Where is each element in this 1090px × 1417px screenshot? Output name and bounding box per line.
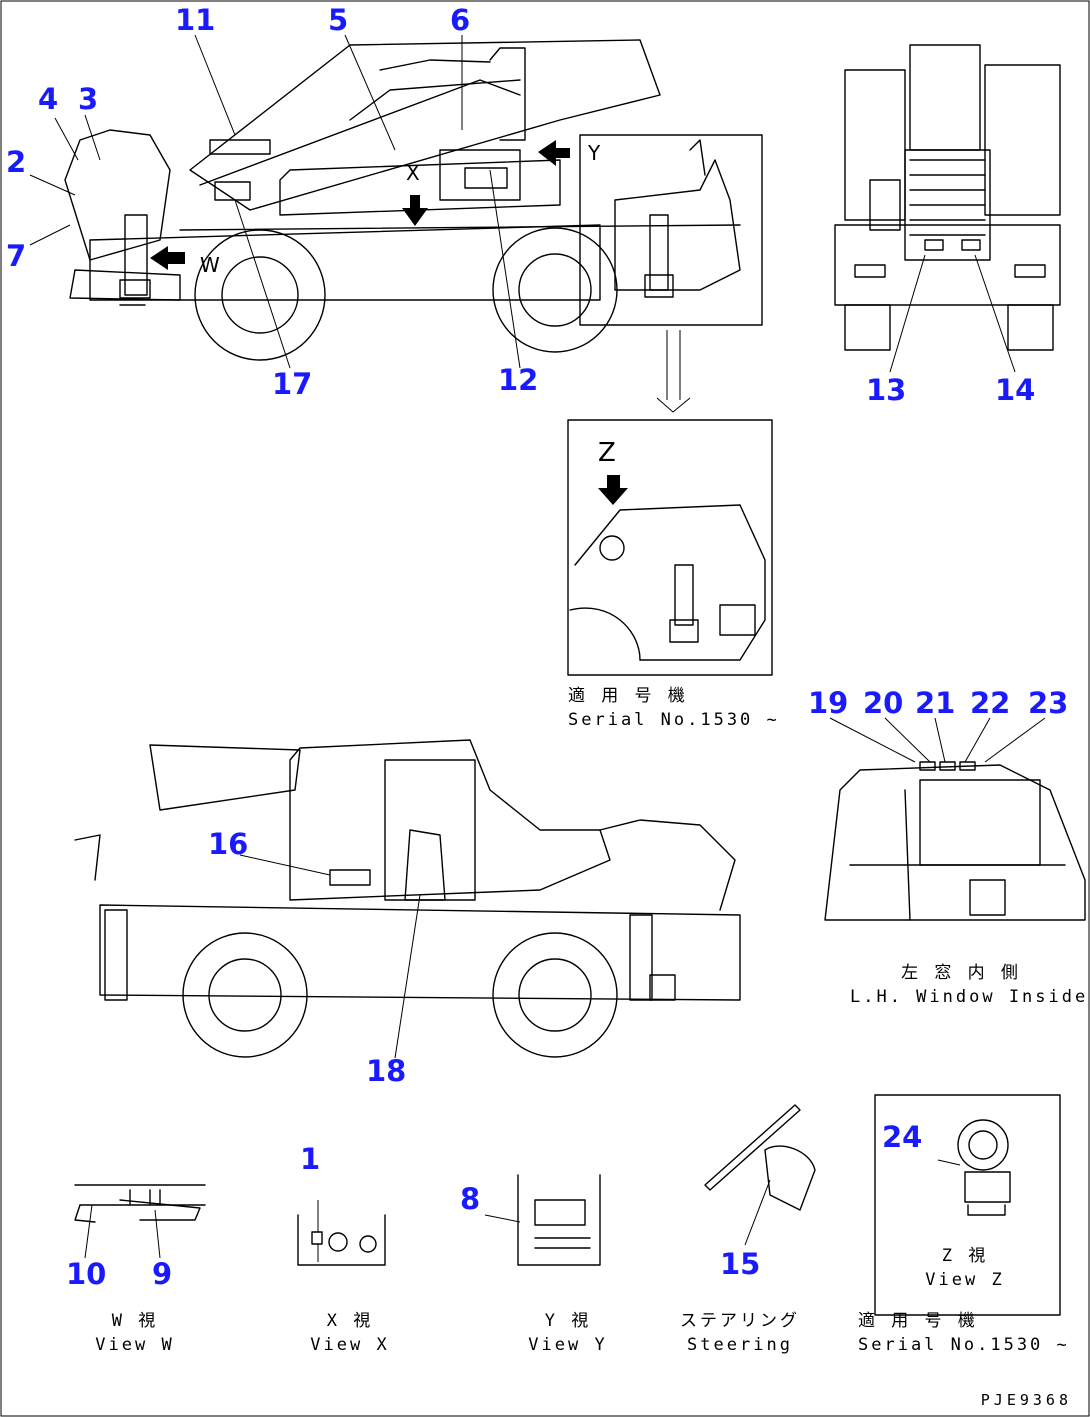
steering-caption: ステアリング Steering [680, 1310, 800, 1358]
serial-top-jp: 適 用 号 機 [568, 686, 688, 706]
view-y-jp: Y 視 [544, 1311, 592, 1331]
crane-side-view-top: X Y W [29, 34, 741, 369]
callout-19: 19 [808, 686, 849, 720]
callout-11: 11 [175, 3, 216, 37]
window-inside-view [824, 717, 1086, 921]
callout-6: 6 [450, 3, 471, 37]
callout-18: 18 [366, 1054, 407, 1088]
view-y-sketch [484, 1174, 601, 1266]
view-w-sketch [74, 1184, 206, 1259]
view-z-en: View Z [925, 1269, 1005, 1290]
callout-13: 13 [866, 373, 907, 407]
window-en: L.H. Window Inside [850, 986, 1089, 1007]
detail-box-z [567, 419, 773, 676]
callout-22: 22 [970, 686, 1011, 720]
svg-text:Y: Y [587, 141, 601, 165]
callout-9: 9 [152, 1257, 173, 1291]
view-z-caption: Z 視 View Z [905, 1245, 1025, 1293]
callout-21: 21 [915, 686, 956, 720]
svg-text:X: X [406, 161, 420, 185]
callout-5: 5 [328, 3, 349, 37]
view-w-en: View W [95, 1334, 175, 1355]
view-z-box [874, 1094, 1061, 1316]
steering-en: Steering [687, 1334, 793, 1355]
serial-top-en: Serial No.1530 ~ [568, 709, 780, 730]
callout-14: 14 [995, 373, 1036, 407]
view-w-jp: W 視 [111, 1311, 159, 1331]
crane-rear-view [834, 44, 1061, 373]
serial-bottom-jp: 適 用 号 機 [858, 1311, 978, 1331]
callout-4: 4 [38, 82, 59, 116]
callout-10: 10 [66, 1257, 107, 1291]
drawing-id: PJE9368 [980, 1391, 1072, 1409]
view-x-caption: X 視 View X [300, 1310, 400, 1358]
view-x-jp: X 視 [326, 1311, 374, 1331]
callout-17: 17 [272, 367, 313, 401]
view-y-caption: Y 視 View Y [518, 1310, 618, 1358]
steering-sketch [704, 1104, 816, 1246]
crane-side-view-middle [74, 739, 741, 1059]
view-letter-z: Z [598, 438, 616, 468]
view-x-en: View X [310, 1334, 390, 1355]
callout-24: 24 [882, 1120, 923, 1154]
view-y-en: View Y [528, 1334, 608, 1355]
view-z-jp: Z 視 [941, 1246, 989, 1266]
serial-caption-top: 適 用 号 機 Serial No.1530 ~ [568, 685, 780, 733]
callout-1: 1 [300, 1142, 321, 1176]
callout-8: 8 [460, 1182, 481, 1216]
callout-23: 23 [1028, 686, 1069, 720]
callout-3: 3 [78, 82, 99, 116]
serial-caption-bottom: 適 用 号 機 Serial No.1530 ~ [858, 1310, 1070, 1358]
callout-20: 20 [863, 686, 904, 720]
window-jp: 左 窓 内 側 [901, 963, 1021, 983]
window-caption: 左 窓 内 側 L.H. Window Inside [850, 962, 1089, 1010]
serial-bottom-en: Serial No.1530 ~ [858, 1334, 1070, 1355]
detail-box-upper-right [579, 134, 763, 413]
view-w-caption: W 視 View W [85, 1310, 185, 1358]
svg-text:W: W [200, 253, 220, 277]
callout-15: 15 [720, 1247, 761, 1281]
steering-jp: ステアリング [680, 1311, 800, 1331]
callout-16: 16 [208, 827, 249, 861]
view-x-sketch [297, 1200, 386, 1266]
callout-2: 2 [6, 145, 27, 179]
callout-7: 7 [6, 239, 27, 273]
callout-12: 12 [498, 363, 539, 397]
